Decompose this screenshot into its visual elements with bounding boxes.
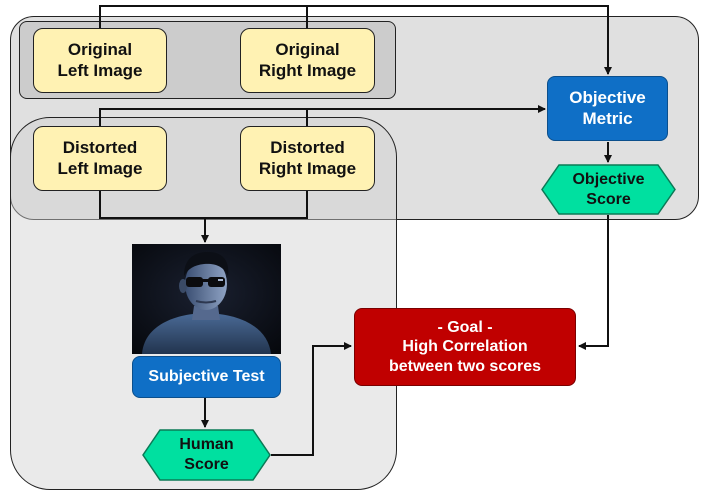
- person-with-3d-glasses-image: [132, 244, 281, 354]
- original-left-line1: Original: [67, 39, 133, 59]
- original-right-line1: Original: [275, 39, 340, 59]
- objective-score-hexagon: Objective Score: [541, 164, 676, 215]
- distorted-left-line1: Distorted: [62, 137, 138, 157]
- objective-metric-line2: Metric: [582, 108, 633, 128]
- human-score-line2: Score: [184, 456, 229, 473]
- goal-heading: - Goal -: [437, 318, 493, 336]
- human-score-line1: Human: [179, 436, 234, 454]
- subjective-test-box: Subjective Test: [132, 356, 281, 398]
- goal-line2: between two scores: [388, 357, 542, 375]
- test-subject-photo: [132, 244, 281, 354]
- original-right-line2: Right Image: [258, 60, 357, 80]
- objective-score-line2: Score: [586, 190, 631, 208]
- arrow-distorted-to-test: [99, 191, 308, 219]
- distorted-right-line1: Distorted: [270, 137, 345, 157]
- arrow-objective-score-to-goal: [578, 215, 609, 350]
- distorted-left-image-box: Distorted Left Image: [33, 126, 167, 191]
- original-left-line2: Left Image: [57, 60, 143, 80]
- arrow-originals-to-metric: [99, 5, 612, 75]
- objective-metric-box: Objective Metric: [547, 76, 668, 141]
- goal-line1: High Correlation: [402, 338, 528, 356]
- arrow-distorted-to-metric: [99, 105, 546, 127]
- objective-metric-line1: Objective: [569, 87, 646, 107]
- distorted-right-image-box: Distorted Right Image: [240, 126, 375, 191]
- distorted-right-line2: Right Image: [258, 158, 357, 178]
- original-left-image-box: Original Left Image: [33, 28, 167, 93]
- goal-box: - Goal - High Correlation between two sc…: [354, 308, 576, 386]
- human-score-hexagon: Human Score: [142, 429, 271, 481]
- objective-score-hexagon-shape: [541, 164, 676, 215]
- objective-score-line1: Objective: [572, 170, 645, 188]
- distorted-left-line2: Left Image: [57, 158, 143, 178]
- human-score-hexagon-shape: [142, 429, 271, 481]
- original-right-image-box: Original Right Image: [240, 28, 375, 93]
- subjective-test-label: Subjective Test: [148, 368, 265, 386]
- arrow-human-score-to-goal: [271, 342, 352, 456]
